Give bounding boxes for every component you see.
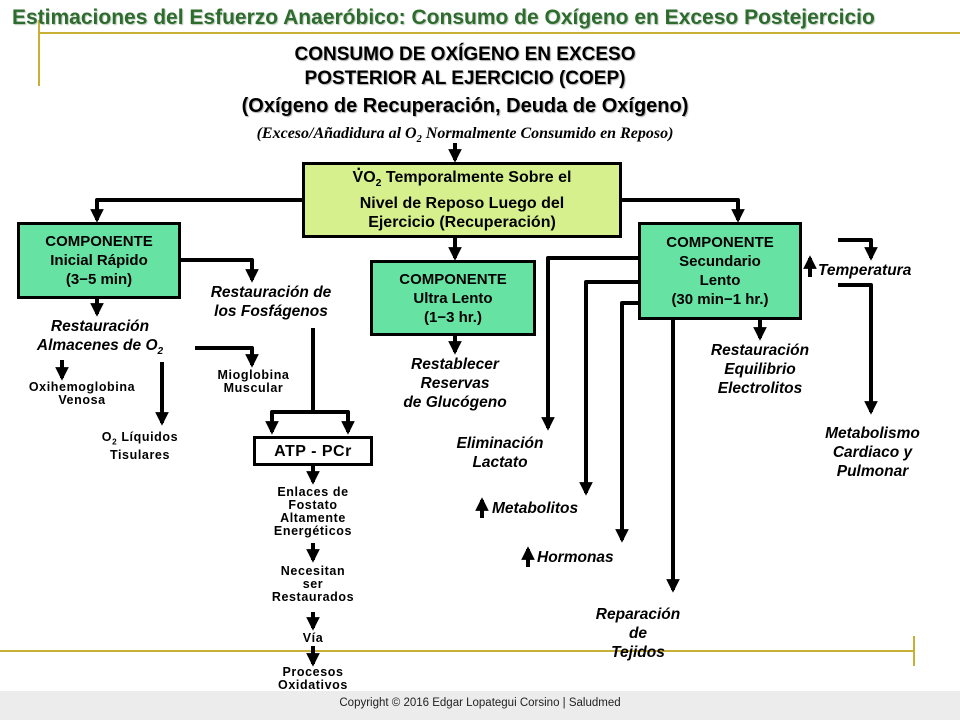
hormonas-label: Hormonas [537, 549, 614, 566]
vo2-line-3: Ejercicio (Recuperación) [368, 213, 556, 231]
footer-bar [0, 691, 960, 720]
fast-component-duration: (3−5 min) [65, 271, 133, 288]
heading-subtitle: (Exceso/Añadidura al O2 Normalmente Cons… [256, 125, 674, 146]
ultra-component-label: COMPONENTE [399, 270, 507, 288]
right-accent-rule [913, 636, 915, 666]
slow-component-label: COMPONENTE [666, 234, 774, 251]
vo2-line-2: Nivel de Reposo Luego del [359, 194, 565, 212]
fast-component-name: Inicial Rápido [50, 252, 148, 269]
heading-line-2: POSTERIOR AL EJERCICIO (COEP) [304, 68, 626, 89]
ultra-component-box: COMPONENTE Ultra Lento (1−3 hr.) [370, 260, 536, 336]
heading-line-3: (Oxígeno de Recuperación, Deuda de Oxíge… [241, 95, 689, 117]
left-accent-rule [38, 20, 40, 86]
mioglobina-label: Mioglobina Muscular [217, 368, 290, 395]
arrow-to-hormonas [615, 301, 640, 543]
metabolitos-label: Metabolitos [492, 500, 579, 517]
restauracion-almacenes-label: Restauración Almacenes de O2 [36, 318, 164, 358]
arrow-to-metabolitos [579, 280, 640, 496]
o2-liquidos-label: O2 Líquidos Tisulares [101, 430, 179, 462]
fast-component-label: COMPONENTE [45, 233, 153, 250]
heading-line-1: CONSUMO DE OXÍGENO EN EXCESO [294, 44, 636, 65]
restauracion-equilibrio-label: Restauración Equilibrio Electrolitos [710, 342, 810, 397]
procesos-oxidativos-label: Procesos Oxidativos [278, 665, 348, 692]
fast-component-box: COMPONENTE Inicial Rápido (3−5 min) [17, 222, 181, 299]
copyright-footer: Copyright © 2016 Edgar Lopategui Corsino… [339, 697, 621, 709]
restauracion-fosfagenos-label: Restauración de los Fosfágenos [210, 284, 332, 320]
restablecer-glucogeno-label: Restablecer Reservas de Glucógeno [403, 356, 507, 411]
atp-pcr-box: ATP - PCr [253, 436, 373, 466]
arrow-to-atp-left [265, 328, 315, 435]
vo2-dot-mark: . [356, 157, 361, 175]
arrow-to-metabolismo [838, 283, 878, 415]
arrow-to-mioglobina [195, 346, 259, 368]
ultra-component-duration: (1−3 hr.) [424, 308, 482, 326]
arrow-to-atp-right [313, 410, 355, 435]
slow-component-duration: (30 min−1 hr.) [671, 291, 769, 308]
top-accent-rule [38, 32, 960, 34]
ultra-component-name: Ultra Lento [413, 289, 493, 307]
arrow-to-lactato [541, 256, 640, 431]
reparacion-tejidos-label: Reparación de Tejidos [595, 606, 681, 661]
via-label: Vía [302, 631, 324, 645]
slide-title: Estimaciones del Esfuerzo Anaeróbico: Co… [12, 6, 875, 29]
temperatura-label: Temperatura [818, 262, 912, 279]
vo2-recovery-box: .VO2 Temporalmente Sobre el Nivel de Rep… [302, 157, 622, 238]
oxihemoglobina-label: Oxihemoglobina Venosa [28, 380, 136, 407]
enlaces-fosfato-label: Enlaces de Fostato Altamente Energéticos [273, 485, 353, 538]
arrow-to-fast [90, 198, 302, 223]
eliminacion-lactato-label: Eliminación Lactato [456, 435, 544, 471]
arrow-to-temperatura [838, 238, 878, 261]
necesitan-restaurados-label: Necesitan ser Restaurados [271, 564, 355, 604]
bottom-accent-rule [0, 650, 915, 652]
slow-component-name-2: Lento [699, 272, 741, 289]
slow-component-name-1: Secundario [679, 253, 761, 270]
vo2-line-1: .VO2 Temporalmente Sobre el [352, 157, 572, 190]
arrow-to-slow [622, 198, 745, 223]
metabolismo-label: Metabolismo Cardiaco y Pulmonar [825, 425, 920, 480]
slow-component-box: COMPONENTE Secundario Lento (30 min−1 hr… [638, 222, 802, 320]
